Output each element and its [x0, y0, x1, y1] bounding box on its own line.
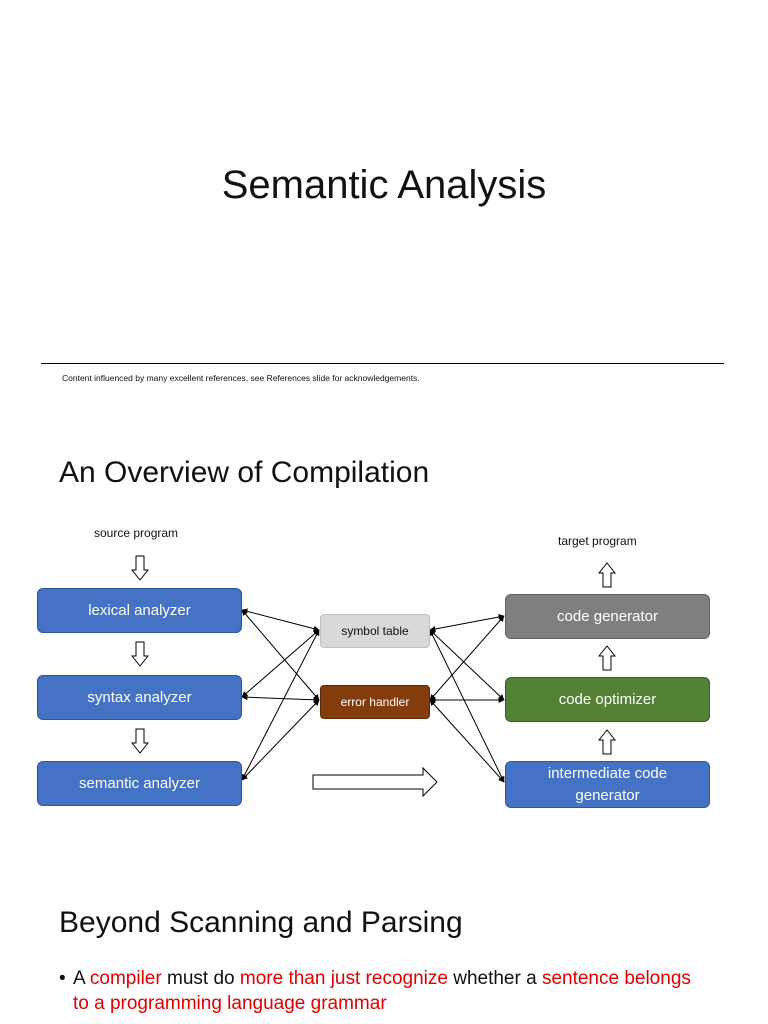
arrow-down-icon [131, 555, 149, 581]
bullet-highlight: compiler [89, 968, 162, 989]
bullet-highlight: more than just recognize [239, 968, 448, 989]
arrow-up-icon [598, 562, 616, 588]
bullet-part: A [73, 968, 90, 989]
arrow-down-icon [131, 728, 149, 754]
error-handler-label: error handler [340, 695, 410, 709]
slide-title: Semantic Analysis [221, 163, 547, 207]
arrow-up-icon [598, 729, 616, 755]
bullet-highlight: sentence belongs to a programming langua… [73, 968, 691, 1014]
lexical-analyzer-box: lexical analyzer [37, 588, 242, 633]
bullet-item: • A compiler must do more than just reco… [59, 966, 699, 1016]
source-program-label: source program [94, 526, 179, 540]
code-generator-label: code generator [557, 607, 658, 625]
beyond-title: Beyond Scanning and Parsing [59, 906, 463, 939]
syntax-analyzer-label: syntax analyzer [87, 688, 192, 706]
code-generator-box: code generator [505, 594, 710, 639]
semantic-analyzer-box: semantic analyzer [37, 761, 242, 806]
bullet-dot: • [59, 968, 66, 989]
semantic-analyzer-label: semantic analyzer [79, 774, 200, 792]
overview-title: An Overview of Compilation [59, 456, 430, 489]
bullet-part: must do [161, 968, 240, 989]
code-optimizer-box: code optimizer [505, 677, 710, 722]
arrow-up-icon [598, 645, 616, 671]
lexical-analyzer-label: lexical analyzer [88, 601, 191, 619]
error-handler-box: error handler [320, 685, 430, 719]
arrow-down-icon [131, 641, 149, 667]
syntax-analyzer-box: syntax analyzer [37, 675, 242, 720]
divider-line [41, 363, 724, 364]
bullet-text: A compiler must do more than just recogn… [73, 966, 699, 1016]
intermediate-label-line2: generator [575, 786, 640, 804]
credit-note: Content influenced by many excellent ref… [62, 373, 420, 383]
intermediate-label-line1: intermediate code [547, 764, 668, 782]
target-program-label: target program [558, 534, 637, 548]
intermediate-code-generator-box: intermediate code generator [505, 761, 710, 808]
bullet-part: whether a [447, 968, 542, 989]
code-optimizer-label: code optimizer [558, 690, 657, 708]
symbol-table-box: symbol table [320, 614, 430, 648]
symbol-table-label: symbol table [341, 624, 409, 638]
